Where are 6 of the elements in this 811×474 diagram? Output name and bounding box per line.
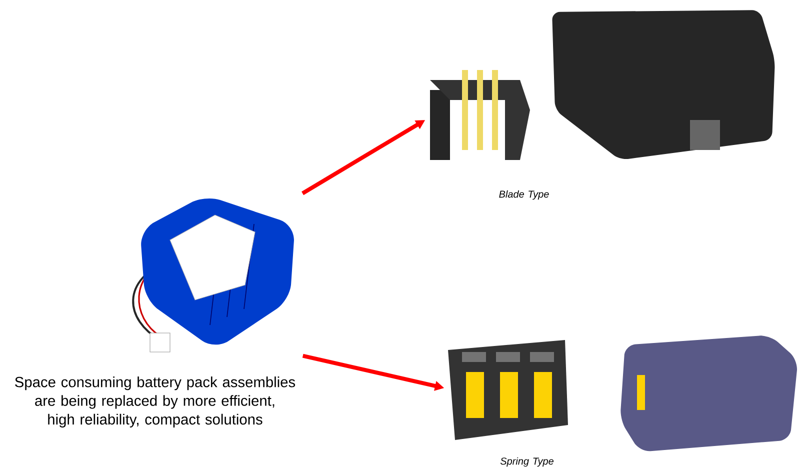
battery-pack-drawing (132, 198, 294, 352)
connector-caption: Spring Type (500, 457, 554, 467)
blade-connector-drawing (430, 70, 530, 160)
caption-text: Space consuming battery pack assemblies are being replaced by more efficient, high reliability, compact solutions (15, 376, 296, 428)
connector-caption: Blade Type (499, 190, 549, 200)
spring-connector-drawing (448, 340, 568, 440)
